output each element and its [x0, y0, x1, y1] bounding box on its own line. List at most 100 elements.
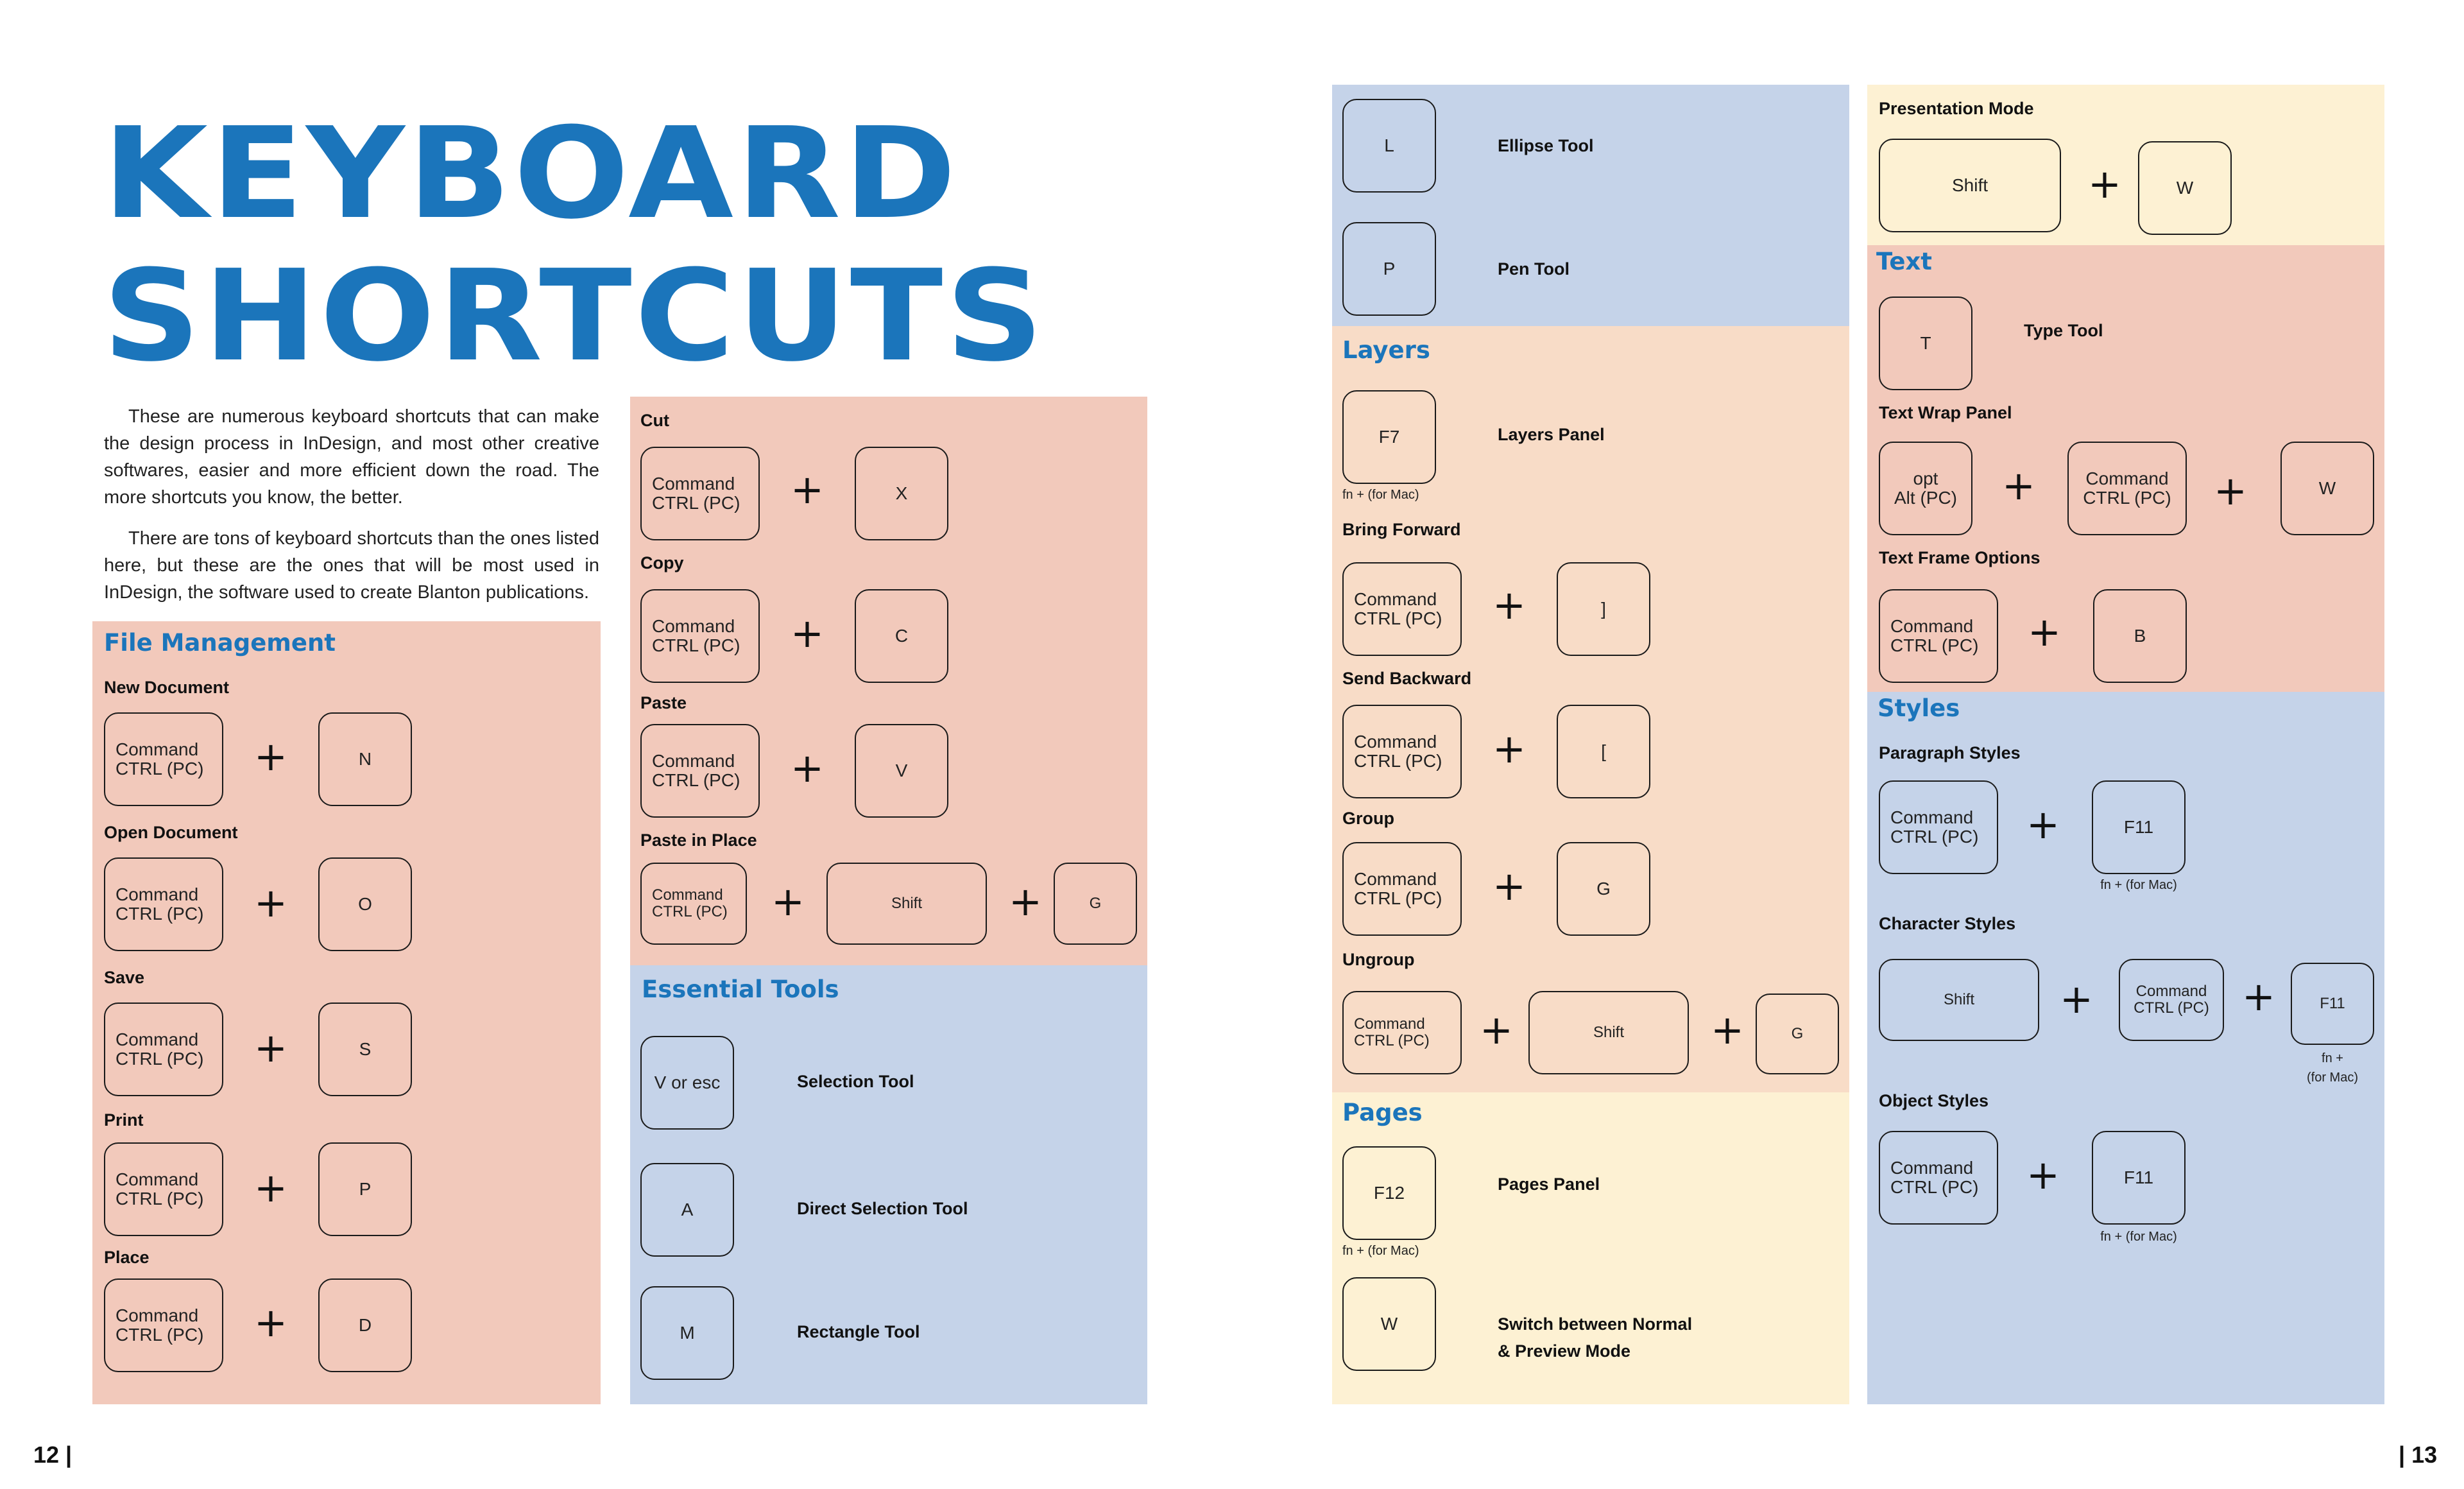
- g-key: G: [1054, 863, 1137, 945]
- plus-sign: +: [1711, 1006, 1744, 1053]
- text-panel: Text T Type Tool Text Wrap Panel opt Alt…: [1867, 245, 2384, 692]
- plus-sign: +: [791, 744, 824, 791]
- command-key: Command CTRL (PC): [640, 863, 747, 945]
- v-or-esc-key: V or esc: [640, 1036, 734, 1130]
- w-key: W: [1342, 1277, 1436, 1371]
- v-key: V: [855, 724, 948, 818]
- plus-sign: +: [791, 610, 824, 657]
- command-key: Command CTRL (PC): [640, 589, 760, 683]
- selection-tool-label: Selection Tool: [797, 1072, 914, 1091]
- plus-sign: +: [771, 878, 805, 925]
- s-key: S: [318, 1003, 412, 1096]
- f7-key: F7: [1342, 390, 1436, 484]
- t-key: T: [1879, 297, 1972, 390]
- command-key: Command CTRL (PC): [1342, 562, 1462, 656]
- command-key: Command CTRL (PC): [1879, 780, 1998, 874]
- text-frame-options-label: Text Frame Options: [1879, 548, 2041, 567]
- bring-forward-label: Bring Forward: [1342, 520, 1461, 539]
- title-line-1: KEYBOARD: [103, 101, 959, 247]
- shift-key: Shift: [1528, 991, 1689, 1074]
- fn-mac-note: fn + (for Mac): [2307, 1051, 2358, 1085]
- command-key: Command CTRL (PC): [1342, 842, 1462, 936]
- p-key: P: [318, 1142, 412, 1236]
- essential-tools-heading: Essential Tools: [642, 976, 839, 1003]
- rectangle-tool-label: Rectangle Tool: [797, 1322, 920, 1341]
- l-key: L: [1342, 99, 1436, 193]
- file-management-panel: File Management New Document Command CTR…: [92, 621, 601, 1404]
- cut-label: Cut: [640, 411, 669, 430]
- left-bracket-key: [: [1557, 705, 1650, 798]
- edit-shortcuts-panel: Cut Command CTRL (PC) + X Copy Command C…: [630, 397, 1147, 965]
- fn-mac-note: fn + (for Mac): [1342, 488, 1419, 502]
- plus-sign: +: [254, 1024, 287, 1071]
- p-key: P: [1342, 222, 1436, 316]
- plus-sign: +: [254, 733, 287, 780]
- page-title: KEYBOARD SHORTCUTS: [103, 103, 1046, 388]
- title-line-2: SHORTCUTS: [103, 243, 1047, 390]
- text-heading: Text: [1876, 248, 1932, 275]
- command-key: Command CTRL (PC): [2119, 959, 2224, 1041]
- plus-sign: +: [254, 879, 287, 926]
- paste-in-place-label: Paste in Place: [640, 831, 757, 850]
- plus-sign: +: [2026, 1151, 2060, 1198]
- g-key: G: [1756, 994, 1839, 1074]
- type-tool-label: Type Tool: [2024, 321, 2103, 340]
- command-key: Command CTRL (PC): [104, 857, 223, 951]
- pages-panel-label: Pages Panel: [1498, 1175, 1600, 1194]
- d-key: D: [318, 1278, 412, 1372]
- pages-panel: Pages F12 fn + (for Mac) Pages Panel W S…: [1332, 1092, 1849, 1404]
- n-key: N: [318, 712, 412, 806]
- f11-key: F11: [2291, 963, 2374, 1045]
- fn-mac-note: fn + (for Mac): [2100, 1230, 2177, 1244]
- file-management-heading: File Management: [104, 629, 336, 657]
- ungroup-label: Ungroup: [1342, 950, 1415, 969]
- plus-sign: +: [1493, 863, 1526, 909]
- b-key: B: [2093, 589, 2187, 683]
- w-key: W: [2138, 141, 2232, 235]
- f12-key: F12: [1342, 1146, 1436, 1240]
- plus-sign: +: [2242, 973, 2275, 1020]
- g-key: G: [1557, 842, 1650, 936]
- f11-key: F11: [2092, 1131, 2186, 1225]
- plus-sign: +: [254, 1299, 287, 1346]
- c-key: C: [855, 589, 948, 683]
- command-key: Command CTRL (PC): [1342, 705, 1462, 798]
- plus-sign: +: [2060, 976, 2093, 1022]
- command-key: Command CTRL (PC): [2067, 442, 2187, 535]
- object-styles-label: Object Styles: [1879, 1091, 1989, 1110]
- pages-heading: Pages: [1342, 1099, 1423, 1126]
- page-number-left: 12 |: [33, 1442, 73, 1468]
- plus-sign: +: [254, 1164, 287, 1211]
- command-key: Command CTRL (PC): [104, 712, 223, 806]
- opt-alt-key: opt Alt (PC): [1879, 442, 1972, 535]
- plus-sign: +: [791, 466, 824, 513]
- plus-sign: +: [1480, 1006, 1513, 1053]
- command-key: Command CTRL (PC): [1879, 1131, 1998, 1225]
- plus-sign: +: [1493, 725, 1526, 772]
- drawing-tools-panel: L Ellipse Tool P Pen Tool: [1332, 85, 1849, 326]
- a-key: A: [640, 1163, 734, 1257]
- styles-heading: Styles: [1878, 694, 1960, 722]
- command-key: Command CTRL (PC): [1342, 991, 1462, 1074]
- intro-text: These are numerous keyboard shortcuts th…: [104, 403, 599, 620]
- presentation-mode-label: Presentation Mode: [1879, 99, 2034, 118]
- layers-panel: Layers F7 fn + (for Mac) Layers Panel Br…: [1332, 326, 1849, 1092]
- page-number-right: | 13: [2399, 1442, 2438, 1468]
- save-label: Save: [104, 968, 145, 987]
- f11-key: F11: [2092, 780, 2186, 874]
- fn-mac-note: fn + (for Mac): [2100, 878, 2177, 892]
- presentation-mode-panel: Presentation Mode Shift + W: [1867, 85, 2384, 245]
- open-document-label: Open Document: [104, 823, 238, 842]
- shift-key: Shift: [826, 863, 987, 945]
- x-key: X: [855, 447, 948, 540]
- intro-paragraph-1: These are numerous keyboard shortcuts th…: [104, 406, 599, 508]
- fn-mac-note: fn + (for Mac): [1342, 1244, 1419, 1258]
- character-styles-label: Character Styles: [1879, 914, 2016, 933]
- command-key: Command CTRL (PC): [104, 1278, 223, 1372]
- copy-label: Copy: [640, 553, 684, 572]
- plus-sign: +: [1493, 581, 1526, 628]
- group-label: Group: [1342, 809, 1394, 828]
- pen-tool-label: Pen Tool: [1498, 259, 1570, 279]
- command-key: Command CTRL (PC): [640, 724, 760, 818]
- plus-sign: +: [1009, 878, 1042, 925]
